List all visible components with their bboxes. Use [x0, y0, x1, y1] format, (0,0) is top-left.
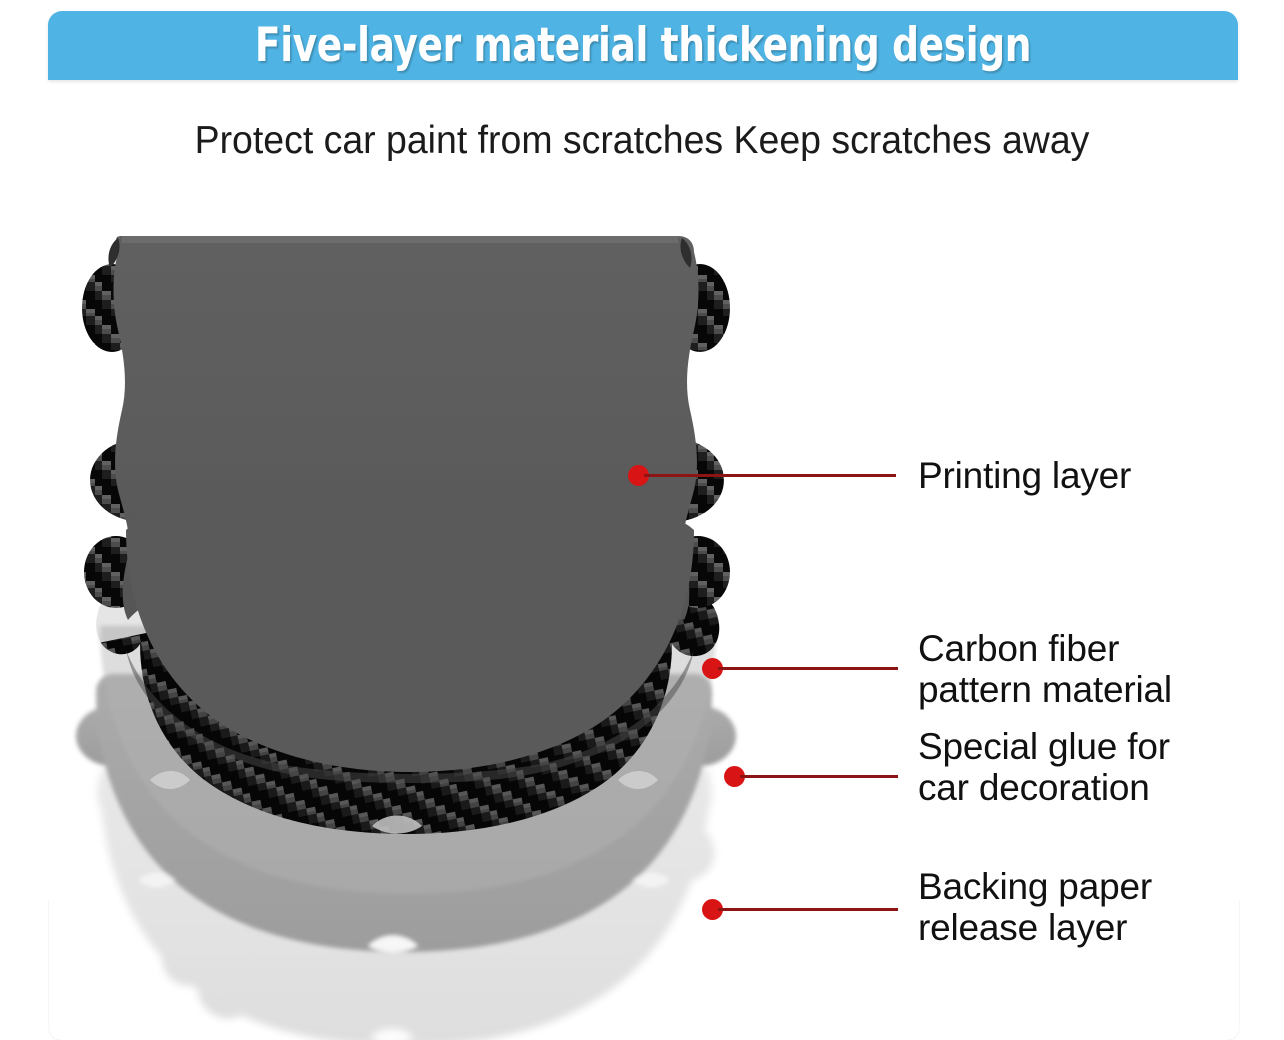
subtitle-text: Protect car paint from scratches Keep sc… [194, 119, 1090, 162]
callout-label-backing-paper-layer: Backing paper release layer [918, 866, 1152, 949]
product-illustration [0, 180, 900, 1040]
callout-line-printing-layer [644, 474, 896, 477]
header-banner: Five-layer material thickening design [48, 11, 1238, 80]
callout-label-glue-layer: Special glue for car decoration [918, 726, 1170, 809]
callout-dot-printing-layer [628, 465, 649, 486]
callout-dot-carbon-fiber-layer [702, 658, 723, 679]
callout-dot-glue-layer [724, 766, 745, 787]
callout-line-glue-layer [740, 775, 898, 778]
callout-dot-backing-paper-layer [702, 899, 723, 920]
banner-title: Five-layer material thickening design [254, 18, 1032, 73]
layer-stack-graphic [76, 236, 736, 1040]
callout-line-carbon-fiber-layer [718, 667, 898, 670]
callout-line-backing-paper-layer [718, 908, 898, 911]
callout-label-carbon-fiber-layer: Carbon fiber pattern material [918, 628, 1172, 711]
callout-label-printing-layer: Printing layer [918, 455, 1132, 496]
